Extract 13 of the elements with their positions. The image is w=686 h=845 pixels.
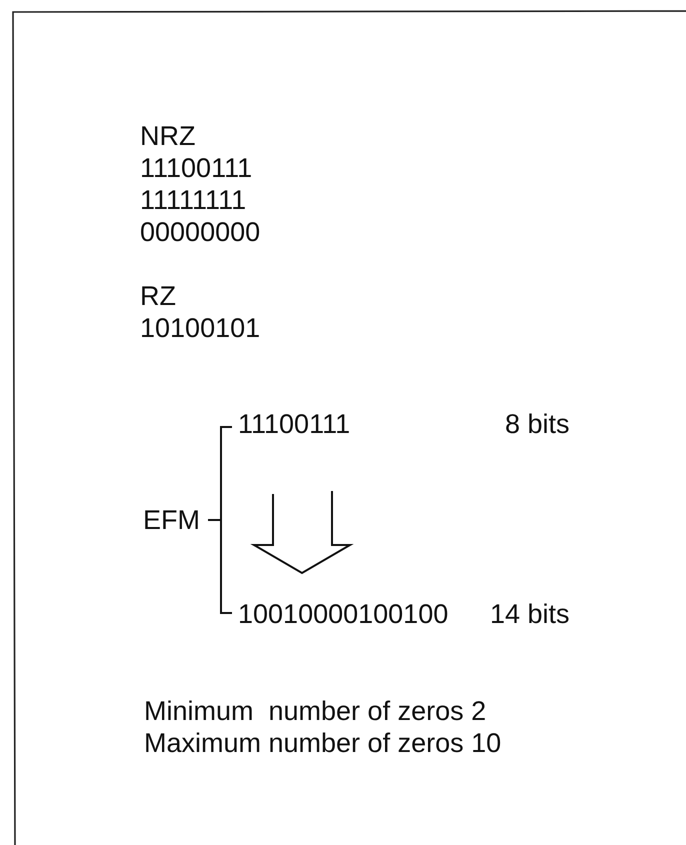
text-label: 10100101 [140, 312, 260, 344]
text-label: Maximum number of zeros 10 [144, 727, 502, 759]
text-label: EFM [143, 504, 200, 536]
text-label: Minimum number of zeros 2 [144, 695, 486, 727]
text-label: 11111111 [140, 184, 246, 216]
text-label: 11100111 [140, 152, 252, 184]
text-label: 11100111 [238, 408, 350, 440]
text-label: 14 bits [490, 598, 570, 630]
text-label: RZ [140, 280, 176, 312]
text-label: 8 bits [505, 408, 570, 440]
text-label: NRZ [140, 120, 196, 152]
text-label: 10010000100100 [238, 598, 448, 630]
text-label: 00000000 [140, 216, 260, 248]
